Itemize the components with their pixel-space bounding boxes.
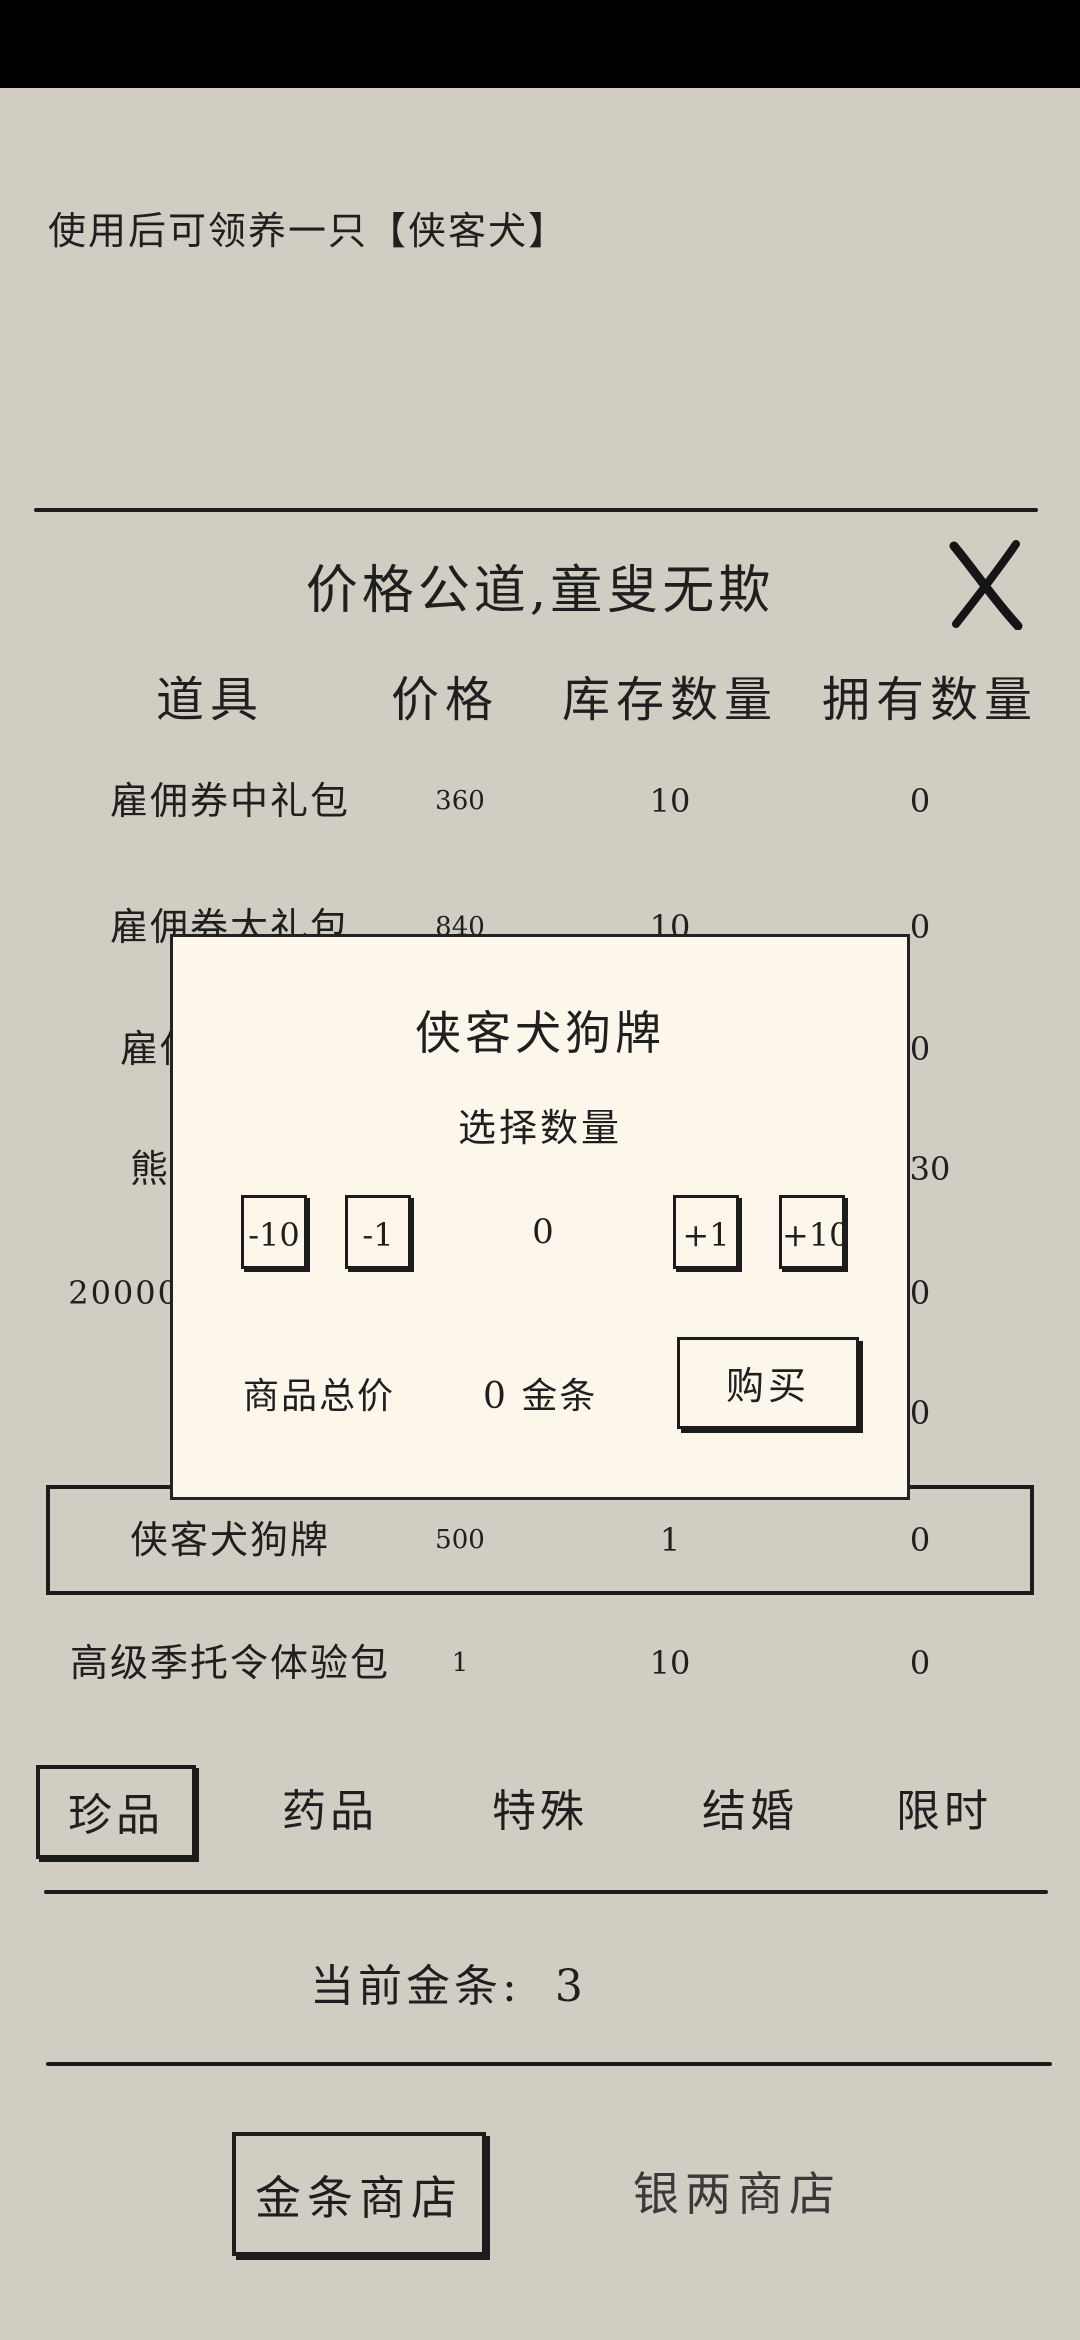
dialog-subtitle: 选择数量: [457, 1106, 622, 1150]
table-row[interactable]: 20000 0: [0, 1238, 1080, 1348]
row-price: 1: [451, 1648, 469, 1678]
gold-label: 当前金条:: [310, 1961, 521, 2012]
shop-title: 价格公道,童叟无欺: [305, 561, 775, 621]
plus-10-button[interactable]: +10: [779, 1195, 850, 1269]
row-name: 高级季托令体验包: [69, 1641, 390, 1685]
table-row[interactable]: 高级季托令体验包 1 10 0: [0, 1608, 1080, 1718]
row-name: 侠客犬狗牌: [129, 1518, 330, 1562]
dialog-title: 侠客犬狗牌: [415, 1006, 665, 1060]
minus-10-button[interactable]: -10: [241, 1195, 307, 1269]
item-description: 使用后可领养一只【侠客犬】: [48, 209, 569, 253]
row-owned: 0: [909, 1394, 931, 1432]
gold-value: 3: [554, 1961, 587, 2012]
header-item: 道具: [155, 672, 264, 728]
header-price: 价格: [390, 672, 499, 728]
row-price: 360: [435, 786, 485, 816]
row-stock: 1: [659, 1521, 681, 1559]
quantity-value: 0: [532, 1212, 554, 1252]
table-row-selected[interactable]: 侠客犬狗牌 500 1 0: [0, 1485, 1080, 1595]
row-stock: 10: [649, 782, 691, 820]
total-price-label: 商品总价: [243, 1376, 396, 1417]
minus-1-button[interactable]: -1: [345, 1195, 411, 1269]
purchase-dialog: 侠客犬狗牌 选择数量 -10 -1 0 +1 +10 商品总价 0 金条 购买: [170, 934, 910, 1500]
tab-medicine[interactable]: 药品: [282, 1786, 378, 1837]
row-owned: 0: [909, 1644, 931, 1682]
row-price: 500: [435, 1525, 485, 1555]
row-owned: 0: [909, 782, 931, 820]
divider-top: [34, 508, 1038, 512]
tab-limited[interactable]: 限时: [896, 1786, 992, 1837]
header-stock: 库存数量: [561, 672, 778, 728]
category-tabs: 珍品 药品 特殊 结婚 限时: [0, 1765, 1080, 1865]
header-owned: 拥有数量: [821, 672, 1038, 728]
row-owned: 0: [909, 1274, 931, 1312]
total-price-value: 0 金条: [483, 1376, 598, 1417]
buy-button[interactable]: 购买: [677, 1337, 859, 1429]
tab-marriage[interactable]: 结婚: [702, 1786, 798, 1837]
row-name: 熊: [129, 1147, 170, 1191]
tab-treasures[interactable]: 珍品: [36, 1765, 196, 1859]
table-row[interactable]: 0: [0, 1358, 1080, 1468]
tab-silver-shop[interactable]: 银两商店: [633, 2167, 841, 2221]
row-name: 雇佣券中礼包: [109, 779, 350, 823]
table-row[interactable]: 雇佣券中礼包 360 10 0: [0, 746, 1080, 856]
row-owned: 0: [909, 908, 931, 946]
row-stock: 10: [649, 1644, 691, 1682]
row-owned: 30: [909, 1150, 951, 1188]
tab-gold-shop[interactable]: 金条商店: [232, 2132, 486, 2256]
row-name: 20000: [68, 1274, 180, 1312]
plus-1-button[interactable]: +1: [673, 1195, 739, 1269]
table-row[interactable]: 熊 30: [0, 1114, 1080, 1224]
row-owned: 0: [909, 1521, 931, 1559]
row-owned: 0: [909, 1030, 931, 1068]
gold-balance: 当前金条: 3: [310, 1950, 587, 2014]
close-icon[interactable]: [948, 540, 1024, 630]
status-bar: [0, 0, 1080, 88]
tab-special[interactable]: 特殊: [492, 1786, 588, 1837]
divider-mid: [44, 1890, 1048, 1894]
divider-bottom: [46, 2062, 1052, 2066]
